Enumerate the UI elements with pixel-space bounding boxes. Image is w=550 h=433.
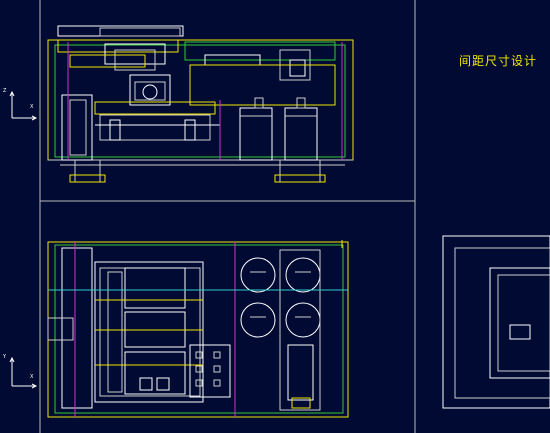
ucs-icon-top [9, 90, 38, 121]
ucs-bottom-y-label: Y [3, 354, 7, 360]
front-elevation-view [47, 25, 354, 183]
ucs-bottom-x-label: X [30, 374, 34, 380]
drawing-frame [39, 0, 416, 433]
plan-view [47, 240, 349, 418]
drawing-title: 间距尺寸设计 [459, 54, 538, 68]
ucs-icon-bottom [9, 356, 38, 389]
ucs-top-x-label: X [30, 104, 34, 110]
ucs-top-y-label: Z [3, 88, 7, 94]
detail-view [442, 235, 550, 409]
